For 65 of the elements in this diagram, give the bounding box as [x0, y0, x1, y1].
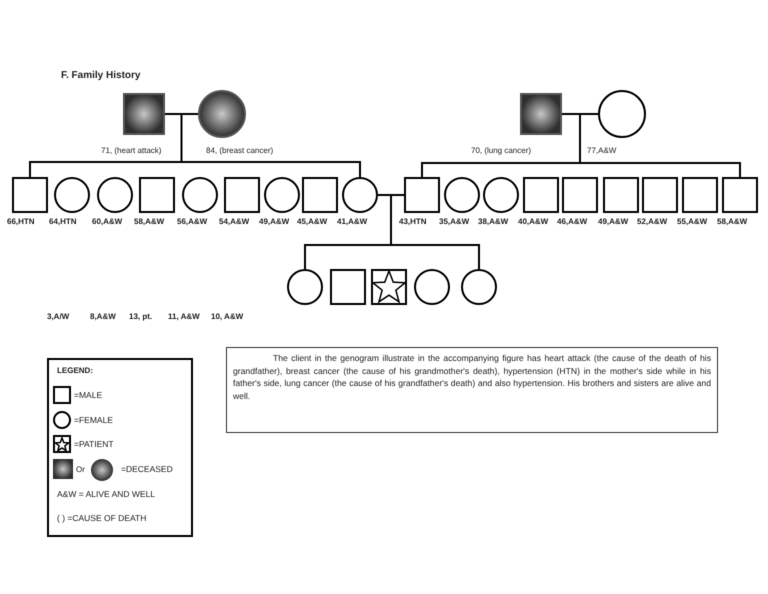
female-circle [414, 269, 450, 305]
age-status-label: 11, A&W [168, 312, 200, 322]
male-square [330, 269, 366, 305]
age-status-label: 3,A/W [47, 312, 70, 322]
age-status-label: 70, (lung cancer) [470, 146, 532, 156]
male-square [603, 177, 639, 213]
age-status-label: 46,A&W [556, 217, 588, 227]
age-status-label: 54,A&W [218, 217, 250, 227]
age-status-label: 58,A&W [133, 217, 166, 227]
deceased-male-square [520, 93, 562, 135]
female-circle [598, 90, 646, 138]
female-circle [342, 177, 378, 213]
age-status-label: 58,A&W [716, 217, 748, 227]
legend-text: A&W = ALIVE AND WELL [57, 489, 156, 499]
age-status-label: 84, (breast cancer) [205, 146, 274, 156]
legend-text: =FEMALE [74, 415, 113, 425]
legend-text: =PATIENT [74, 439, 114, 449]
age-status-label: 71, (heart attack) [100, 146, 162, 156]
male-square [404, 177, 440, 213]
female-circle [444, 177, 480, 213]
age-status-label: 13, pt. [129, 312, 152, 322]
male-square [12, 177, 48, 213]
deceased-male-square [123, 93, 165, 135]
female-circle [182, 177, 218, 213]
legend-text: ( ) =CAUSE OF DEATH [57, 513, 146, 523]
female-circle [461, 269, 497, 305]
age-status-label: 49,A&W [258, 217, 290, 227]
age-status-label: 41,A&W [336, 217, 368, 227]
age-status-label: 55,A&W [676, 217, 708, 227]
legend-text: =MALE [74, 390, 102, 400]
male-square [722, 177, 758, 213]
age-status-label: 49,A&W [597, 217, 630, 227]
age-status-label: 38,A&W [477, 217, 510, 227]
age-status-label: 56,A&W [176, 217, 208, 227]
description-paragraph: The client in the genogram illustrate in the accompanying figure has heart attack (the cause of the death of his grandfather), breast cancer (the cause of his grandmother's death), hypertension (HTN) in the mother's side while in his father's side, lung cancer (the cause of his grandfather's death) and also hypertension. His brothers and sisters are alive and well. [233, 352, 711, 402]
male-square [523, 177, 559, 213]
female-circle [287, 269, 323, 305]
description-box [226, 347, 718, 433]
age-status-label: 8,A&W [90, 312, 116, 322]
age-status-label: 66,HTN [6, 217, 36, 227]
male-square [139, 177, 175, 213]
age-status-label: 45,A&W [296, 217, 328, 227]
male-square [562, 177, 598, 213]
age-status-label: 77,A&W [586, 146, 618, 156]
age-status-label: 10, A&W [211, 312, 244, 322]
age-status-label: 60,A&W [91, 217, 124, 227]
male-square [302, 177, 338, 213]
female-circle [97, 177, 133, 213]
age-status-label: 40,A&W [517, 217, 550, 227]
legend-text: =DECEASED [121, 464, 173, 474]
female-circle [483, 177, 519, 213]
age-status-label: 43,HTN [398, 217, 428, 227]
age-status-label: 35,A&W [438, 217, 470, 227]
male-square [224, 177, 260, 213]
deceased-female-circle [198, 90, 246, 138]
female-circle [264, 177, 300, 213]
age-status-label: 64,HTN [48, 217, 78, 227]
legend-heading: LEGEND: [57, 366, 93, 376]
age-status-label: 52,A&W [636, 217, 668, 227]
patient-star-square [371, 269, 407, 305]
legend-text: Or [76, 465, 85, 475]
title: F. Family History [61, 71, 140, 81]
male-square [642, 177, 678, 213]
male-square [682, 177, 718, 213]
female-circle [54, 177, 90, 213]
